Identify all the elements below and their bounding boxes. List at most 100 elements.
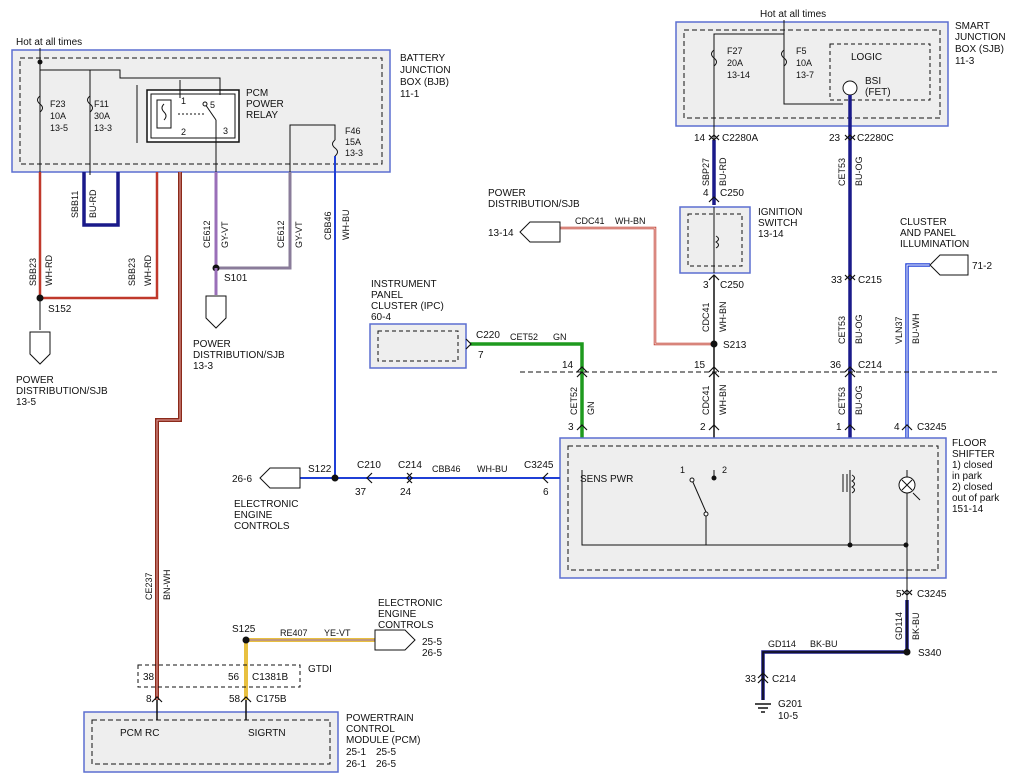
- f27-name: F27: [727, 46, 743, 56]
- c1381b-pin-56: 56: [228, 672, 240, 683]
- cet53b-circuit: CET53: [837, 316, 847, 344]
- f27-page: 13-14: [727, 70, 750, 80]
- cluster-illum-3: ILLUMINATION: [900, 239, 969, 250]
- f23-page: 13-5: [50, 123, 68, 133]
- pcm-page-3: 26-1: [346, 759, 366, 770]
- power-dist-top-1: POWER: [488, 188, 526, 199]
- power-dist-mid-3: 13-3: [193, 361, 213, 372]
- c250-bot-label: C250: [720, 280, 744, 291]
- relay-coil-icon: [161, 103, 167, 121]
- relay-title-1: PCM: [246, 88, 268, 99]
- ce237-circuit: CE237: [144, 572, 154, 600]
- shifter-title-5: 2) closed: [952, 482, 993, 493]
- sbb23-wire-b: [40, 172, 159, 300]
- cet53c-color: BU-OG: [854, 385, 864, 415]
- s125-label: S125: [232, 624, 256, 635]
- f11-fuse-icon: [87, 95, 93, 113]
- cdc41b-circuit: CDC41: [701, 302, 711, 332]
- cluster-illum-page: 71-2: [972, 261, 992, 272]
- c210-pin: 37: [355, 487, 367, 498]
- c2280c-label: C2280C: [857, 133, 894, 144]
- c220-pin: 7: [478, 350, 484, 361]
- eec-left-3: CONTROLS: [234, 521, 290, 532]
- gd114b-circuit: GD114: [894, 612, 904, 640]
- c214-pin-36: 36: [830, 360, 842, 371]
- f27-rating: 20A: [727, 58, 743, 68]
- c214-left-label: C214: [398, 460, 422, 471]
- eec-left-2: ENGINE: [234, 510, 273, 521]
- sbb11-circuit: SBB11: [70, 191, 80, 218]
- c3245-bot-pin: 5: [896, 589, 902, 600]
- s125-splice: [242, 636, 250, 644]
- s152-label: S152: [48, 304, 72, 315]
- c3245-pin-4: 4: [894, 422, 900, 433]
- pcm-title-1: POWERTRAIN: [346, 713, 414, 724]
- relay-pin-2: 2: [181, 127, 186, 137]
- cdc41a-color: WH-BN: [615, 216, 646, 226]
- shifter-sw-pin-2: 2: [722, 465, 727, 475]
- vln37-color: BU-WH: [911, 314, 921, 345]
- cet52b-color: GN: [586, 402, 596, 416]
- cluster-illum-2: AND PANEL: [900, 228, 956, 239]
- eec-right-3: CONTROLS: [378, 620, 434, 631]
- cdc41c-color: WH-BN: [718, 385, 728, 416]
- ipc-title-2: PANEL: [371, 290, 403, 301]
- sigrtn-label: SIGRTN: [248, 728, 286, 739]
- sbb23a-circuit: SBB23: [28, 258, 38, 286]
- shifter-title-7: 151-14: [952, 504, 984, 515]
- bsi-icon: [842, 80, 858, 96]
- ce612a-color: GY-VT: [220, 221, 230, 248]
- relay-title-3: RELAY: [246, 110, 278, 121]
- c3245-bot-label: C3245: [917, 589, 947, 600]
- f27-fuse-icon: [711, 49, 717, 67]
- eec-left-page: 26-6: [232, 474, 252, 485]
- c1381b-connector: [137, 664, 301, 688]
- hot-at-all-times-label: Hot at all times: [16, 37, 82, 48]
- re407-color: YE-VT: [324, 628, 351, 638]
- c3245-left-pin: 6: [543, 487, 549, 498]
- f5-rating: 10A: [796, 58, 812, 68]
- powertrain-control-module: PCM RC SIGRTN POWERTRAIN CONTROL MODULE …: [83, 711, 420, 773]
- c1381b-label: C1381B: [252, 672, 288, 683]
- shifter-coil-icon: [851, 474, 855, 494]
- cet53a-circuit: CET53: [837, 158, 847, 186]
- ground-name: G201: [778, 699, 803, 710]
- smart-junction-box: Hot at all times SMART JUNCTION BOX (SJB…: [675, 9, 1006, 127]
- power-dist-top-connector-icon: [519, 221, 561, 243]
- power-dist-mid-2: DISTRIBUTION/SJB: [193, 350, 285, 361]
- cluster-illum-1: CLUSTER: [900, 217, 947, 228]
- vln37-circuit: VLN37: [894, 316, 904, 344]
- ipc-title-4: 60-4: [371, 312, 391, 323]
- f46-page: 13-3: [345, 148, 363, 158]
- shifter-title-2: SHIFTER: [952, 449, 995, 460]
- c250-top-pin: 4: [703, 188, 709, 199]
- cet53c-circuit: CET53: [837, 387, 847, 415]
- sjb-title-3: BOX (SJB): [955, 44, 1004, 55]
- ignition-switch: IGNITION SWITCH 13-14: [679, 206, 802, 274]
- power-dist-left-3: 13-5: [16, 397, 36, 408]
- eec-right-2: ENGINE: [378, 609, 417, 620]
- f46-name: F46: [345, 126, 361, 136]
- pcm-title-3: MODULE (PCM): [346, 735, 420, 746]
- cet53a-color: BU-OG: [854, 156, 864, 186]
- shifter-title-4: in park: [952, 471, 983, 482]
- c250-top-label: C250: [720, 188, 744, 199]
- ce612b-circuit: CE612: [276, 220, 286, 248]
- relay-feed-wire: [90, 69, 221, 95]
- s213-label: S213: [723, 340, 747, 351]
- c214-pin-15: 15: [694, 360, 706, 371]
- shifter-title-3: 1) closed: [952, 460, 993, 471]
- ignition-switch-icon: [715, 235, 719, 249]
- sjb-hot-label: Hot at all times: [760, 9, 826, 20]
- ce612b-color: GY-VT: [294, 221, 304, 248]
- shifter-switch-icon: [691, 479, 707, 513]
- pcm-page-4: 26-5: [376, 759, 396, 770]
- sbb23a-color: WH-RD: [44, 255, 54, 286]
- c220-label: C220: [476, 330, 500, 341]
- sjb-title-4: 11-3: [955, 56, 975, 67]
- bjb-bus-node: [37, 59, 43, 65]
- c214-gnd-label: C214: [772, 674, 796, 685]
- sens-pwr-label: SENS PWR: [580, 474, 633, 485]
- sbb23b-color: WH-RD: [143, 255, 153, 286]
